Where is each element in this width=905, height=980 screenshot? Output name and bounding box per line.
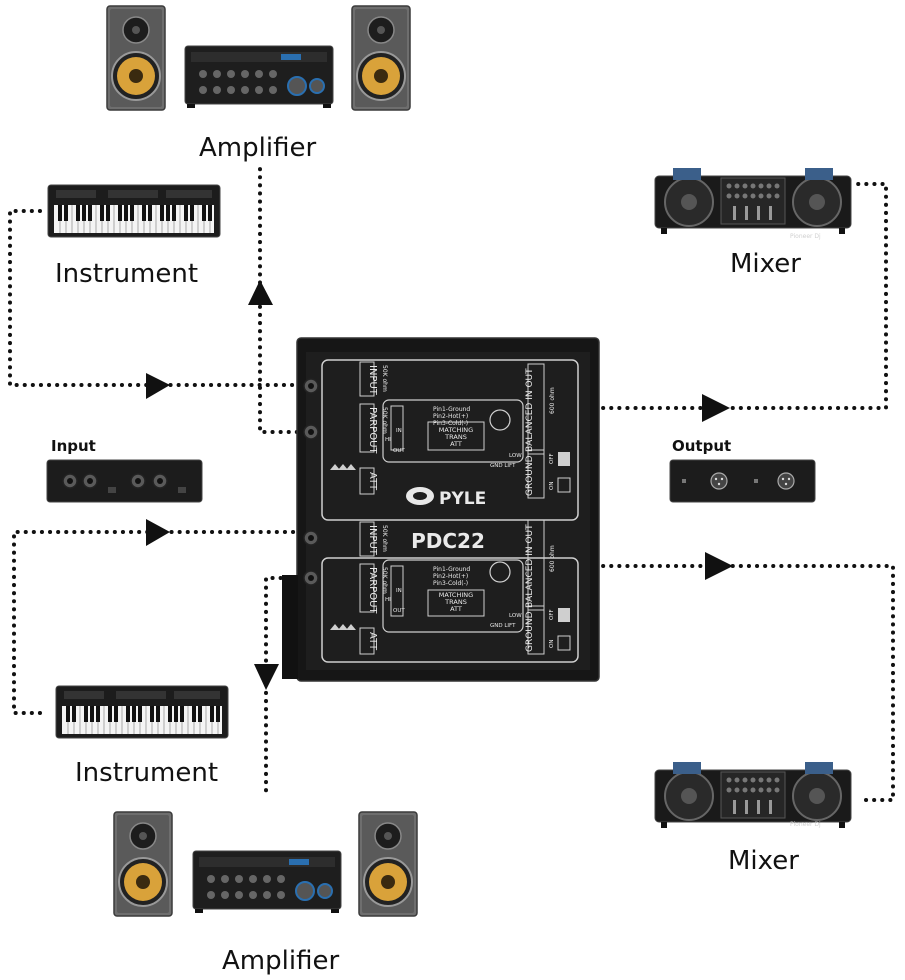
input-box	[46, 459, 203, 503]
path-instrument-top-to-input1	[8, 209, 307, 387]
ch1-pin2: Pin2-Hot(+)	[433, 413, 468, 420]
speaker-right-bottom	[358, 811, 418, 917]
output-label: Output	[672, 437, 732, 455]
ch1-parpout-label: PARPOUT	[367, 407, 378, 454]
path-balanced1-to-mixer-top	[593, 182, 888, 410]
mixer-bottom-label: Mixer	[728, 846, 799, 876]
ch2-parpout-label: PARPOUT	[367, 567, 378, 614]
ch1-att-inner: ATT	[450, 440, 462, 448]
device-text: PYLE PDC22 INPUT 50K ohm PARPOUT 50K ohm…	[367, 233, 821, 828]
arrow-right-input2	[146, 519, 170, 546]
ch2-matching: MATCHING	[439, 591, 473, 599]
ch1-parpout-imp: 50K ohm	[381, 407, 388, 434]
amplifier-top	[184, 45, 334, 109]
model-label: PDC22	[411, 529, 485, 553]
ch1-off: OFF	[549, 453, 555, 464]
arrow-up-amplifier	[248, 280, 273, 305]
ch2-att-inner: ATT	[450, 605, 462, 613]
path-balanced2-to-mixer-bottom	[593, 564, 895, 802]
ch2-parpout-imp: 50K ohm	[381, 567, 388, 594]
ch2-ground-label: GROUND	[525, 611, 535, 652]
keyboard-top	[47, 184, 221, 238]
path-parpout1-to-amplifier-top	[258, 166, 307, 434]
ch2-on: ON	[549, 640, 555, 648]
ch1-att-label: ATT	[367, 472, 378, 491]
ch1-ground-label: GROUND	[525, 455, 535, 496]
ch1-in: IN	[396, 428, 402, 434]
ch1-input-imp: 50K ohm	[381, 365, 388, 392]
ch2-gnd-lift: GND LIFT	[490, 623, 516, 629]
input-label: Input	[51, 437, 96, 455]
ch2-att-label: ATT	[367, 632, 378, 651]
ch1-pin1: Pin1-Ground	[433, 406, 470, 413]
path-parpout2-to-amplifier-bottom	[264, 576, 307, 800]
ch2-input-label: INPUT	[367, 525, 378, 556]
top-amplifier-group	[106, 5, 411, 111]
speaker-right-top	[351, 5, 411, 111]
ch2-pin2: Pin2-Hot(+)	[433, 573, 468, 580]
ch2-hi: HI	[385, 597, 391, 603]
brand-logo: PYLE	[439, 489, 486, 509]
mixer-top	[654, 167, 852, 235]
pdc22-device	[282, 337, 600, 682]
mixer-top-label: Mixer	[730, 249, 801, 279]
ch2-off: OFF	[549, 609, 555, 620]
ch2-out: OUT	[393, 608, 405, 614]
ch1-hi: HI	[385, 437, 391, 443]
ch2-trans: TRANS	[444, 598, 467, 606]
speaker-left-bottom	[113, 811, 173, 917]
ch2-low: LOW	[509, 613, 522, 619]
amplifier-bottom-label: Amplifier	[222, 946, 340, 976]
mixer-top-brand: Pioneer Dj	[790, 233, 821, 240]
ch2-pin1: Pin1-Ground	[433, 566, 470, 573]
ch1-input-label: INPUT	[367, 365, 378, 396]
ch2-balanced-imp: 600 ohm	[549, 545, 556, 572]
ch1-trans: TRANS	[444, 433, 467, 441]
dotted-connections	[8, 166, 895, 802]
arrowheads	[146, 280, 733, 690]
ch1-out: OUT	[393, 448, 405, 454]
ch2-in: IN	[396, 588, 402, 594]
ch1-low: LOW	[509, 453, 522, 459]
bottom-amplifier-group	[113, 811, 418, 917]
ch2-balanced-label: BALANCED IN OUT	[525, 524, 535, 608]
ch1-balanced-imp: 600 ohm	[549, 387, 556, 414]
arrow-down-amplifier	[254, 664, 279, 690]
ch2-input-imp: 50K ohm	[381, 525, 388, 552]
instrument-bottom-label: Instrument	[75, 758, 219, 788]
arrow-right-mixer-top	[702, 394, 730, 422]
amplifier-bottom	[192, 850, 342, 914]
arrow-right-input1	[146, 373, 170, 399]
mixer-bottom	[654, 761, 852, 829]
amplifier-top-label: Amplifier	[199, 133, 317, 163]
ch1-matching: MATCHING	[439, 426, 473, 434]
instrument-top-label: Instrument	[55, 259, 199, 289]
output-box	[669, 459, 816, 503]
ch1-pin3: Pin3-Cold(-)	[433, 420, 468, 427]
speaker-left-top	[106, 5, 166, 111]
ch1-gnd-lift: GND LIFT	[490, 463, 516, 469]
ch1-on: ON	[549, 482, 555, 490]
ch2-pin3: Pin3-Cold(-)	[433, 580, 468, 587]
arrow-right-mixer-bottom	[705, 552, 733, 580]
mixer-bottom-brand: Pioneer Dj	[790, 821, 821, 828]
ch1-balanced-label: BALANCED IN OUT	[525, 368, 535, 452]
keyboard-bottom	[55, 685, 229, 739]
